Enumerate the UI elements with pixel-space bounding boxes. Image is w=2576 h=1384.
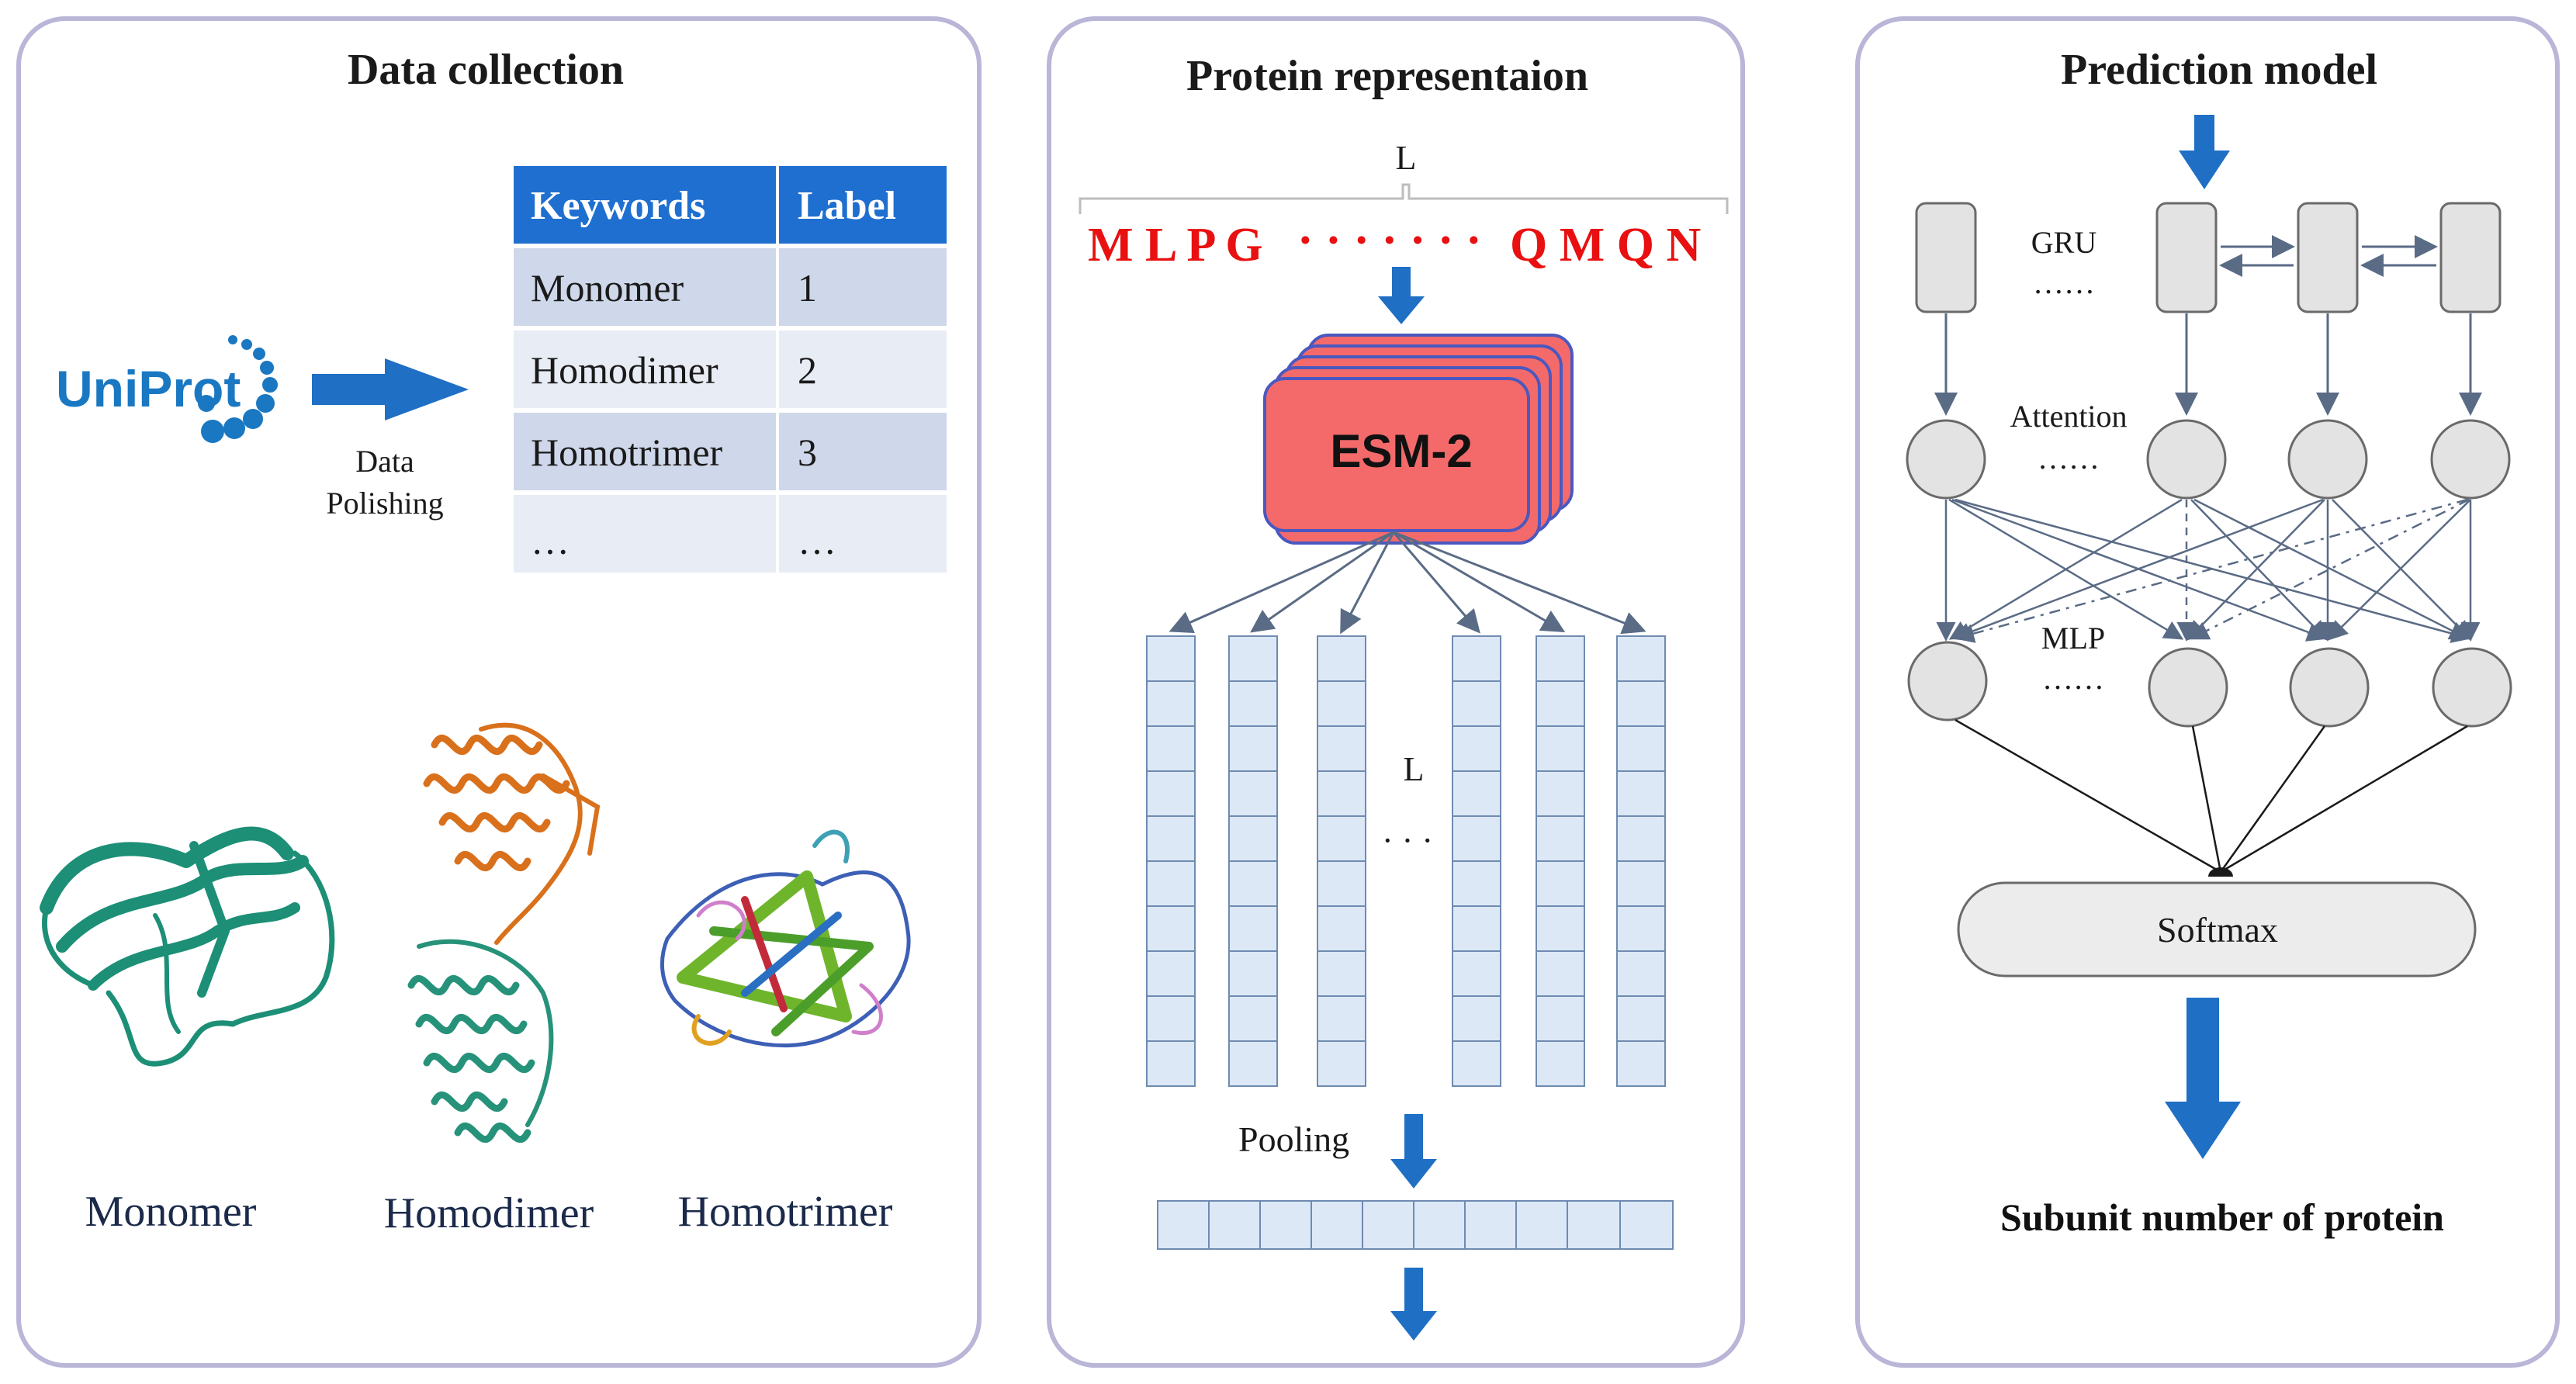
embedding-column: [1146, 635, 1196, 1087]
pooling-arrow-icon: [1390, 1114, 1437, 1189]
gru-cell: [1915, 202, 1977, 313]
attention-node: [2287, 419, 2368, 500]
esm2-label: ESM-2: [1330, 425, 1472, 477]
sequence-start: M L P G: [1088, 219, 1263, 272]
gru-cell: [2439, 202, 2502, 313]
structure-label-homodimer: Homodimer: [384, 1189, 594, 1237]
keyword-table: Keywords Label Monomer 1 Homodimer 2 Hom…: [514, 166, 947, 573]
monomer-structure-icon: [40, 826, 335, 1067]
length-label-mid: L: [1404, 750, 1425, 788]
output-arrow-icon: [1390, 1268, 1437, 1341]
embedding-fanout-arrows: [1169, 531, 1646, 635]
table-cell-label: 2: [798, 348, 817, 392]
mlp-node: [1907, 641, 1988, 721]
column-ellipsis: · · ·: [1382, 822, 1433, 860]
gru-label: GRU: [2031, 225, 2097, 260]
uniprot-dots-icon: [198, 335, 278, 443]
gru-bidirectional-arrows: [2219, 235, 2438, 277]
attention-node: [1906, 419, 1986, 500]
panel-border: [16, 16, 982, 1368]
length-label-top: L: [1396, 139, 1417, 177]
polish-arrow-icon: [312, 358, 469, 420]
gru-cells: [1915, 202, 2502, 313]
attention-node: [2146, 419, 2227, 500]
attention-label: Attention: [2010, 399, 2127, 434]
pooling-label: Pooling: [1238, 1119, 1349, 1159]
table-cell-label: …: [798, 519, 836, 562]
softmax-output-arrow-icon: [2165, 998, 2241, 1159]
table-row: Monomer: [531, 266, 684, 310]
softmax-layer: [1957, 881, 2477, 977]
input-arrow-icon: [2179, 115, 2230, 189]
gru-to-attention-arrows: [1934, 313, 2482, 416]
dense-connections: [1936, 498, 2481, 643]
structure-label-homotrimer: Homotrimer: [678, 1188, 893, 1236]
table-cell-label: 1: [798, 266, 817, 310]
table-cell-label: 3: [798, 431, 817, 474]
mlp-node: [2148, 647, 2228, 728]
panel-protein-representation: Protein representaion L M L P G · · · · …: [1047, 16, 1745, 1368]
panel-border: [1855, 16, 2560, 1368]
panel-border: [1047, 16, 1745, 1368]
embedding-column: [1317, 635, 1366, 1087]
table-header-keywords: Keywords: [531, 184, 705, 228]
gru-cell: [2297, 202, 2359, 313]
softmax-label: Softmax: [2157, 910, 2278, 950]
embedding-column: [1452, 635, 1501, 1087]
table-row: Homotrimer: [531, 431, 723, 474]
uniprot-logo-text: UniProt: [56, 360, 241, 417]
embedding-column: [1536, 635, 1585, 1087]
mlp-ellipsis: ……: [2042, 661, 2104, 696]
table-header-label: Label: [798, 184, 896, 228]
panel-title: Data collection: [348, 46, 624, 94]
uniprot-logo: UniProt: [56, 335, 278, 443]
mlp-label: MLP: [2041, 621, 2105, 656]
attention-ellipsis: ……: [2038, 441, 2100, 476]
softmax-junction: [2208, 867, 2233, 877]
attention-node: [2430, 419, 2511, 500]
mlp-node: [2432, 647, 2512, 728]
down-arrow-icon: [1378, 267, 1425, 324]
panel-title: Protein representaion: [1186, 52, 1588, 100]
embedding-columns: [1146, 635, 1666, 1087]
esm2-model-block: ESM-2: [1263, 334, 1574, 545]
gru-cell: [2155, 202, 2218, 313]
panel-prediction-model: Prediction model GRU ……: [1855, 16, 2560, 1368]
embedding-column: [1228, 635, 1278, 1087]
structure-label-monomer: Monomer: [85, 1188, 257, 1236]
polish-label-line1: Data: [355, 444, 414, 479]
panel-title: Prediction model: [2061, 46, 2377, 94]
output-label: Subunit number of protein: [2000, 1195, 2444, 1239]
homotrimer-structure-icon: [660, 829, 911, 1048]
attention-nodes: [1906, 419, 2511, 500]
sequence-ellipsis: · · · · · · ·: [1297, 214, 1482, 267]
mlp-to-softmax-lines: [1955, 718, 2468, 874]
polish-label-line2: Polishing: [326, 486, 443, 521]
embedding-column: [1616, 635, 1666, 1087]
gru-ellipsis: ……: [2033, 265, 2095, 300]
mlp-node: [2289, 647, 2370, 728]
sequence-end: Q M Q N: [1510, 219, 1701, 272]
homodimer-structure-icon: [407, 722, 601, 1143]
pooled-vector: [1157, 1200, 1674, 1250]
panel-data-collection: Data collection UniProt Data Polishing K…: [16, 16, 982, 1368]
table-row: Homodimer: [531, 348, 718, 392]
sequence-brace: [1079, 183, 1729, 214]
table-row: …: [531, 519, 570, 562]
mlp-nodes: [1907, 641, 2512, 728]
